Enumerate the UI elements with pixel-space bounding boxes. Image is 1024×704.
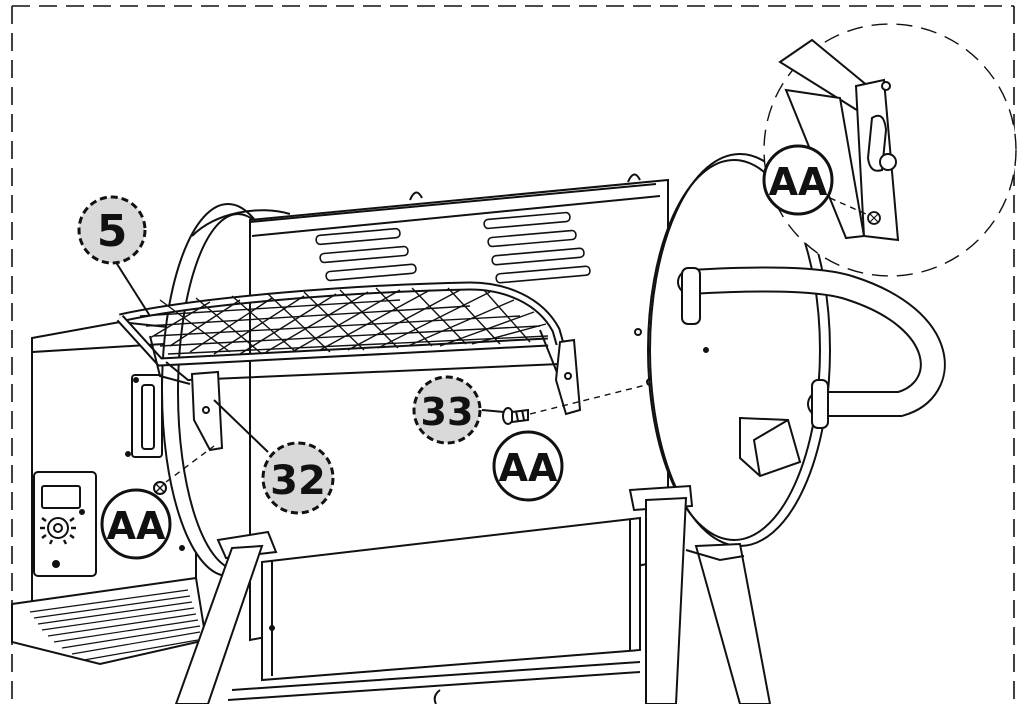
callout-label-32: 32	[270, 458, 326, 504]
callout-hardware-aa-33: AA	[492, 430, 564, 502]
callout-label-aa-32: AA	[107, 504, 166, 548]
bracket-left	[190, 370, 224, 452]
base-frame	[174, 484, 772, 704]
vent-grille	[29, 589, 201, 661]
guide-line-32	[165, 445, 215, 483]
callout-hardware-aa-detail: AA	[762, 144, 834, 216]
callout-part-5: 5	[77, 195, 151, 317]
dashed-frame	[11, 5, 1015, 704]
callout-label-33: 33	[421, 390, 474, 434]
screw-33	[502, 407, 529, 425]
callout-part-33: 33	[412, 375, 505, 445]
end-cap	[647, 153, 946, 547]
screw-32	[153, 481, 167, 495]
callout-label-5: 5	[97, 206, 128, 257]
callout-hardware-aa-32: AA	[100, 488, 172, 560]
lid-vents	[315, 211, 591, 284]
guide-line-33	[529, 383, 651, 415]
front-shelf	[116, 281, 565, 385]
callout-part-32: 32	[213, 399, 335, 515]
screw-detail	[867, 211, 881, 225]
shelf-mesh	[139, 287, 549, 355]
callout-label-aa-detail: AA	[769, 160, 828, 204]
callout-label-aa-33: AA	[499, 446, 558, 490]
bracket-right	[554, 338, 582, 416]
controller-panel	[33, 471, 97, 577]
